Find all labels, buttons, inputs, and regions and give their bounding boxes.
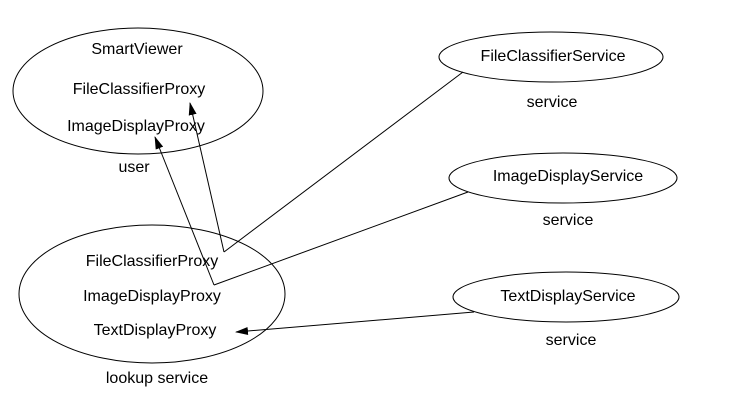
- text-display-service-title: TextDisplayService: [500, 288, 636, 305]
- lookup-node-imagedisplayproxy-label: ImageDisplayProxy: [83, 288, 221, 305]
- lookup-node-caption: lookup service: [105, 370, 209, 387]
- lookup-service-ellipse: [18, 224, 286, 364]
- user-ellipse: [12, 27, 264, 155]
- file-classifier-service-title: FileClassifierService: [480, 48, 626, 65]
- arrow-lookup-to-user-imagedisplayproxy: [154, 136, 215, 286]
- edge-fileclassifierservice-to-lookup: [223, 71, 464, 253]
- lookup-node-fileclassifierproxy-label: FileClassifierProxy: [85, 253, 219, 270]
- file-classifier-service-ellipse: [438, 31, 664, 83]
- file-classifier-service-caption: service: [526, 94, 578, 111]
- text-display-service-caption: service: [545, 332, 597, 349]
- user-node-imagedisplayproxy-label: ImageDisplayProxy: [67, 118, 205, 135]
- image-display-service-ellipse: [448, 152, 678, 204]
- image-display-service-caption: service: [542, 212, 594, 229]
- user-node-caption: user: [118, 159, 150, 176]
- arrow-lookup-to-user-fileclassifierproxy: [188, 102, 225, 253]
- user-node-fileclassifierproxy-label: FileClassifierProxy: [72, 81, 206, 98]
- user-node-title: SmartViewer: [91, 41, 183, 58]
- text-display-service-ellipse: [452, 271, 680, 323]
- lookup-node-textdisplayproxy-label: TextDisplayProxy: [93, 322, 217, 339]
- arrow-textdisplayservice-to-lookup-textdisplayproxy: [235, 311, 475, 335]
- image-display-service-title: ImageDisplayService: [492, 168, 644, 185]
- edge-imagedisplayservice-to-lookup: [213, 191, 469, 286]
